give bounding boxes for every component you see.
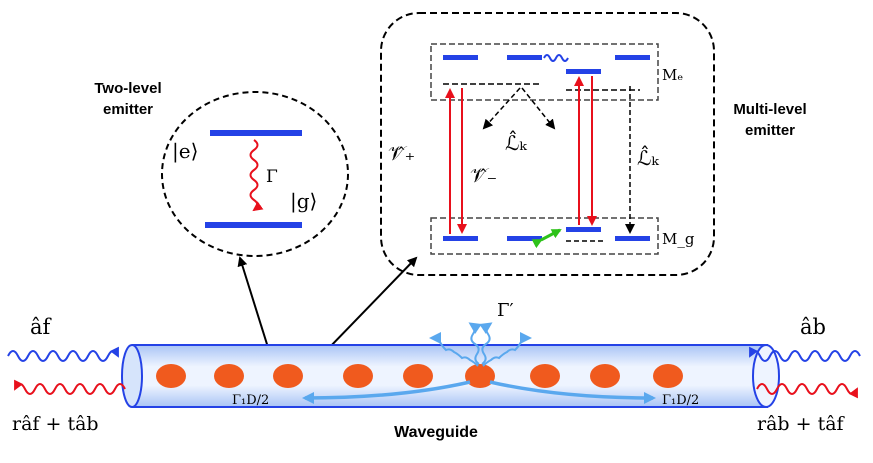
free-space-photon-4-icon bbox=[482, 332, 532, 367]
v-minus-label: 𝒱̂₋ bbox=[470, 163, 497, 187]
spontaneous-decay-icon bbox=[249, 139, 264, 212]
waveguide-right-end bbox=[752, 344, 780, 408]
output-left-photon-icon bbox=[14, 379, 126, 395]
ket-g-label: |g⟩ bbox=[290, 189, 317, 214]
lk-label-center: ℒ̂ₖ bbox=[505, 130, 527, 155]
lk-decay-arrow-left bbox=[482, 87, 521, 130]
atom-5 bbox=[403, 364, 433, 388]
coupling-wave-icon bbox=[543, 54, 569, 62]
multi-level-box bbox=[380, 12, 715, 276]
excited-sublevel-3-shifted bbox=[566, 69, 601, 74]
lk-decay-arrow-right bbox=[521, 87, 556, 130]
output-left-label: râf + tâb bbox=[12, 413, 99, 435]
excited-sublevel-4 bbox=[615, 55, 650, 60]
output-right-photon-icon bbox=[756, 383, 858, 399]
two-level-emitter: Two-level emitter |e⟩ |g⟩ Γ bbox=[94, 80, 349, 257]
a-b-label: âb bbox=[800, 315, 826, 339]
ground-manifold-box bbox=[430, 217, 659, 255]
input-forward-photon-icon bbox=[7, 346, 119, 362]
free-space-photon-3-icon bbox=[479, 322, 493, 365]
two-level-title-line2: emitter bbox=[103, 101, 153, 118]
multi-level-emitter: Multi-level emitter Mₑ M_g 𝒱̂₊ � bbox=[380, 12, 807, 276]
gamma-prime-label: Γ′ bbox=[497, 300, 514, 321]
excited-level bbox=[210, 130, 302, 136]
a-f-label: âf bbox=[30, 315, 53, 339]
mg-label: M_g bbox=[662, 230, 695, 248]
excited-sublevel-2 bbox=[507, 55, 542, 60]
free-space-photon-2-icon bbox=[468, 322, 482, 365]
guided-emission-left-arrow bbox=[302, 380, 471, 404]
guided-emission-right-arrow bbox=[489, 380, 656, 404]
gamma-1d-right-label: Γ₁D/2 bbox=[662, 393, 699, 408]
waveguide-label: Waveguide bbox=[394, 424, 478, 441]
lk-label-right: ℒ̂ₖ bbox=[637, 145, 659, 170]
atom-2 bbox=[214, 364, 244, 388]
me-label: Mₑ bbox=[662, 66, 683, 84]
atom-4 bbox=[343, 364, 373, 388]
io-photons: âf âb râf + tâb râb + tâf bbox=[7, 315, 861, 435]
ground-sublevel-3-shifted bbox=[566, 227, 601, 232]
multi-level-title-line2: emitter bbox=[745, 122, 795, 139]
atom-6-emitting bbox=[465, 364, 495, 388]
ground-sublevel-1 bbox=[443, 236, 478, 241]
free-space-emission: Γ′ bbox=[429, 300, 532, 367]
two-level-title-line1: Two-level bbox=[94, 80, 161, 97]
input-backward-photon-icon bbox=[749, 346, 861, 362]
ground-sublevel-4 bbox=[615, 236, 650, 241]
gamma-label: Γ bbox=[266, 167, 278, 187]
atom-9 bbox=[653, 364, 683, 388]
ket-e-label: |e⟩ bbox=[172, 139, 198, 164]
free-space-photon-1-icon bbox=[429, 332, 479, 367]
ground-coupling-arrow bbox=[531, 228, 562, 249]
output-right-label: râb + tâf bbox=[757, 413, 846, 435]
gamma-1d-left-label: Γ₁D/2 bbox=[232, 393, 269, 408]
ground-sublevel-2 bbox=[507, 236, 542, 241]
ground-level bbox=[205, 222, 302, 228]
atom-7 bbox=[530, 364, 560, 388]
multi-level-title-line1: Multi-level bbox=[733, 101, 806, 118]
excited-manifold-box bbox=[430, 43, 659, 101]
atom-8 bbox=[590, 364, 620, 388]
waveguide: Γ₁D/2 Γ₁D/2 bbox=[121, 344, 780, 408]
two-level-circle bbox=[161, 91, 349, 257]
atom-1 bbox=[156, 364, 186, 388]
excited-sublevel-1 bbox=[443, 55, 478, 60]
v-plus-label: 𝒱̂₊ bbox=[388, 141, 415, 165]
waveguide-left-end bbox=[121, 344, 143, 408]
atom-3 bbox=[273, 364, 303, 388]
